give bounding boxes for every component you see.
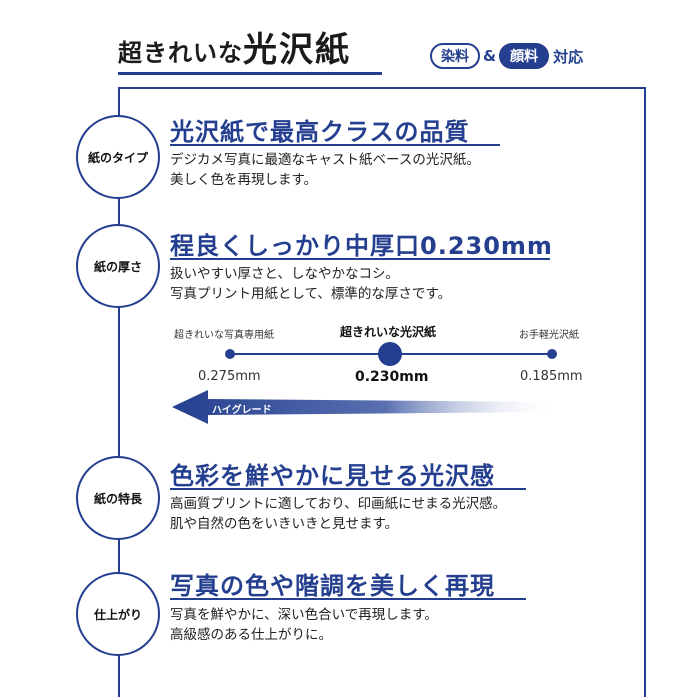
page-title: 超きれいな光沢紙: [118, 22, 382, 71]
scale-label-glossy-paper: 超きれいな光沢紙: [340, 325, 437, 339]
high-grade-arrow: [172, 390, 560, 424]
section-title-paper-type: 光沢紙で最高クラスの品質: [170, 118, 470, 146]
scale-dot-easy-paper: [547, 349, 557, 359]
section-tag-paper-type: 紙のタイプ: [76, 115, 160, 199]
section-title-underline: [170, 598, 526, 600]
section-title-finish: 写真の色や階調を美しく再現: [170, 572, 495, 600]
scale-value-glossy-paper: 0.230mm: [355, 369, 429, 385]
scale-dot-glossy-paper: [378, 342, 402, 366]
body-line: 肌や自然の色をいきいきと見せます。: [170, 516, 399, 532]
compatibility-suffix: 対応: [553, 47, 584, 66]
section-title-features: 色彩を鮮やかに見せる光沢感: [170, 462, 495, 490]
body-line: 高級感のある仕上がりに。: [170, 627, 332, 643]
high-grade-arrow-label: ハイグレード: [212, 405, 272, 416]
dye-ink-badge: 染料: [430, 43, 480, 69]
scale-dot-photo-paper: [225, 349, 235, 359]
scale-label-easy-paper: お手軽光沢紙: [519, 330, 579, 341]
page-title-prefix: 超きれいな: [118, 38, 243, 67]
section-title-underline: [170, 144, 500, 146]
section-title-underline: [170, 488, 526, 490]
pigment-ink-badge: 顔料: [499, 43, 550, 69]
section-body-paper-type: デジカメ写真に最適なキャスト紙ベースの光沢紙。 美しく色を再現します。: [170, 150, 480, 190]
title-underline: [118, 72, 382, 75]
section-body-features: 高画質プリントに適しており、印画紙にせまる光沢感。 肌や自然の色をいきいきと見せ…: [170, 494, 506, 534]
section-tag-thickness: 紙の厚さ: [76, 224, 160, 308]
section-title-thickness: 程良くしっかり中厚口0.230mm: [170, 232, 553, 260]
body-line: 写真を鮮やかに、深い色合いで再現します。: [170, 607, 438, 623]
section-body-finish: 写真を鮮やかに、深い色合いで再現します。 高級感のある仕上がりに。: [170, 605, 438, 645]
section-title-underline: [170, 258, 550, 260]
body-line: 美しく色を再現します。: [170, 172, 318, 188]
ampersand: &: [483, 47, 497, 65]
section-body-thickness: 扱いやすい厚さと、しなやかなコシ。 写真プリント用紙として、標準的な厚さです。: [170, 264, 451, 304]
body-line: 扱いやすい厚さと、しなやかなコシ。: [170, 266, 399, 282]
scale-label-photo-paper: 超きれいな写真専用紙: [174, 330, 274, 341]
page-title-main: 光沢紙: [243, 30, 351, 70]
ink-compatibility: 染料 & 顔料 対応: [430, 42, 583, 70]
scale-value-easy-paper: 0.185mm: [520, 369, 583, 384]
section-tag-finish: 仕上がり: [76, 572, 160, 656]
scale-value-photo-paper: 0.275mm: [198, 369, 261, 384]
body-line: 高画質プリントに適しており、印画紙にせまる光沢感。: [170, 496, 507, 512]
body-line: デジカメ写真に最適なキャスト紙ベースの光沢紙。: [170, 152, 480, 168]
body-line: 写真プリント用紙として、標準的な厚さです。: [170, 286, 452, 302]
section-tag-features: 紙の特長: [76, 456, 160, 540]
content-frame: [118, 87, 646, 697]
